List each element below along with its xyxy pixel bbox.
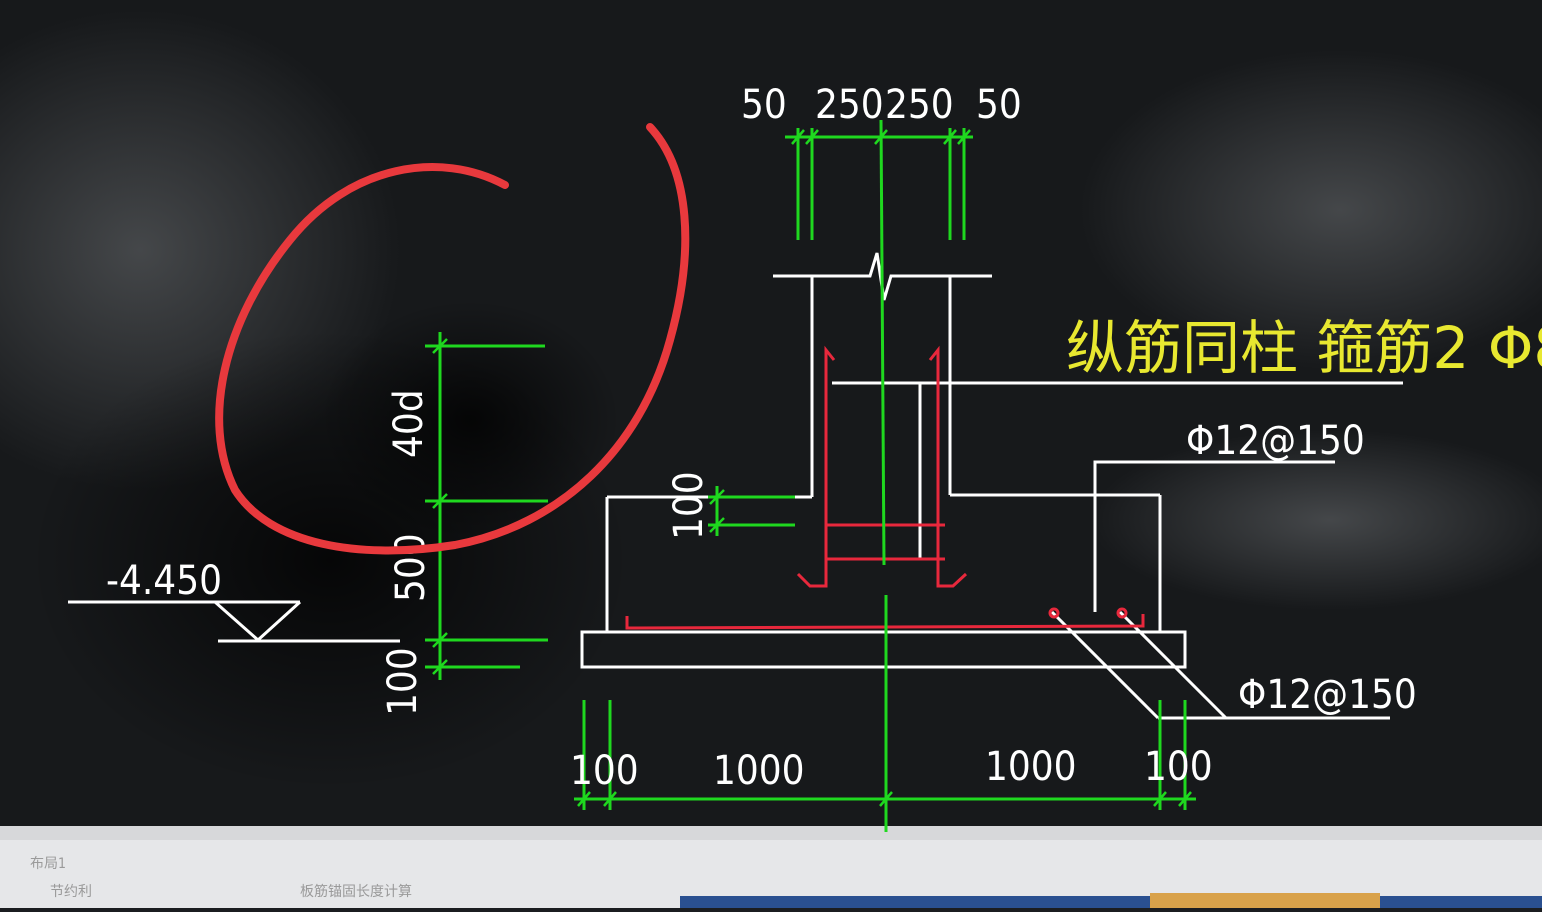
status-bar-text: 布局1 — [30, 856, 66, 872]
rebar-label: Φ12@150 — [1186, 418, 1365, 464]
reflection-shadow — [320, 300, 620, 540]
dimension-label: 100 — [380, 647, 426, 716]
dimension-label: 250 — [885, 82, 954, 128]
reflection-glare — [1090, 430, 1542, 610]
dimension-label: 50 — [741, 82, 787, 128]
dimension-label: 100 — [666, 471, 712, 540]
dimension-label: 500 — [388, 533, 434, 602]
column-longitudinal-bar — [928, 345, 968, 588]
reflection-glare — [1080, 50, 1542, 370]
dimension-label: 250 — [815, 82, 884, 128]
dimension-label: 100 — [570, 748, 639, 794]
column-longitudinal-bar — [796, 345, 836, 588]
cushion-layer — [580, 630, 1187, 669]
foundation-outline — [68, 252, 1403, 720]
taskbar-item — [1150, 893, 1380, 908]
status-bar-text: 板筋锚固长度计算 — [300, 883, 412, 900]
taskbar-strip — [680, 896, 1542, 908]
dimension-ticks — [432, 129, 1192, 807]
dimension-label-40d: 40d — [386, 389, 432, 458]
rebar-dot — [1048, 607, 1060, 619]
rebar-leader-bottom — [1050, 610, 1160, 720]
rebar-dot — [1116, 607, 1128, 619]
status-bar-edge — [0, 826, 1542, 840]
centerline — [879, 119, 886, 566]
elevation-label: -4.450 — [106, 558, 222, 604]
rebar-leader-bottom — [1118, 610, 1228, 720]
dimension-label: 50 — [976, 82, 1022, 128]
dimension-label: 1000 — [985, 744, 1077, 790]
annotation-circle — [215, 123, 690, 555]
rebar-leader-top — [1093, 460, 1335, 612]
drawing-title: 纵筋同柱 箍筋2 Φ8 — [1066, 314, 1542, 382]
column-break-line — [773, 252, 992, 301]
dimension-label: 100 — [1144, 744, 1213, 790]
rebar-label: Φ12@150 — [1238, 672, 1417, 718]
status-bar-text: 节约利 — [50, 884, 92, 900]
dimension-label: 1000 — [713, 748, 805, 794]
dimension-lines — [425, 119, 1196, 832]
